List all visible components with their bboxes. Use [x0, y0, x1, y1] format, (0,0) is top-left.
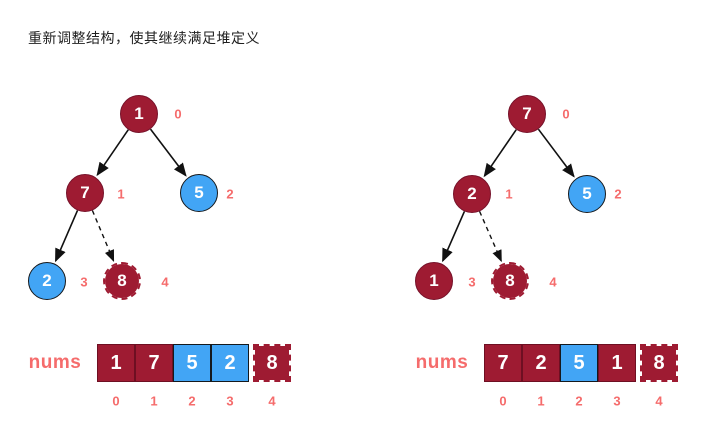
array-index-label: 4 [268, 393, 276, 409]
array-cell: 7 [484, 344, 522, 382]
tree-node: 5 [180, 174, 218, 212]
array-index-label: 1 [537, 393, 545, 409]
node-index-label: 0 [174, 106, 182, 122]
array-index-label: 3 [226, 393, 234, 409]
array-index-label: 2 [188, 393, 196, 409]
tree-node: 1 [120, 95, 158, 133]
array-index-label: 0 [499, 393, 507, 409]
array-cell: 7 [135, 344, 173, 382]
node-index-label: 4 [549, 274, 557, 290]
array-cell: 2 [522, 344, 560, 382]
tree-node: 7 [508, 95, 546, 133]
node-index-label: 0 [562, 106, 570, 122]
node-index-label: 1 [505, 186, 513, 202]
page-title: 重新调整结构，使其继续满足堆定义 [28, 30, 260, 46]
tree-node: 7 [66, 174, 104, 212]
tree-node-dashed: 8 [491, 262, 529, 300]
tree-node: 2 [453, 175, 491, 213]
array-cell: 5 [560, 344, 598, 382]
array-index-label: 2 [575, 393, 583, 409]
tree-node: 2 [28, 262, 66, 300]
tree-node: 1 [415, 262, 453, 300]
edge-right-1-4-dashed [478, 211, 502, 263]
node-index-label: 2 [226, 186, 234, 202]
edge-left-0-1 [96, 129, 129, 177]
array-cell-dashed: 8 [253, 344, 291, 382]
array-cell: 5 [173, 344, 211, 382]
array-index-label: 1 [150, 393, 158, 409]
array-index-label: 3 [613, 393, 621, 409]
tree-node: 5 [568, 175, 606, 213]
array-index-label: 0 [112, 393, 120, 409]
node-index-label: 1 [117, 186, 125, 202]
tree-node-dashed: 8 [103, 262, 141, 300]
node-index-label: 3 [80, 274, 88, 290]
array-cell: 1 [598, 344, 636, 382]
edge-right-0-1 [483, 129, 517, 178]
node-index-label: 2 [614, 186, 622, 202]
array-cell: 1 [97, 344, 135, 382]
edge-right-1-3 [442, 211, 466, 263]
edge-left-1-3 [54, 210, 79, 263]
array-cell-dashed: 8 [640, 344, 678, 382]
edge-left-0-2 [149, 128, 187, 177]
array-index-label: 4 [655, 393, 663, 409]
array-cell: 2 [211, 344, 249, 382]
array-label: nums [28, 352, 82, 373]
node-index-label: 3 [468, 274, 476, 290]
edge-left-1-4-dashed [91, 210, 115, 262]
edge-right-0-2 [537, 128, 575, 178]
node-index-label: 4 [161, 274, 169, 290]
array-label: nums [415, 352, 469, 373]
